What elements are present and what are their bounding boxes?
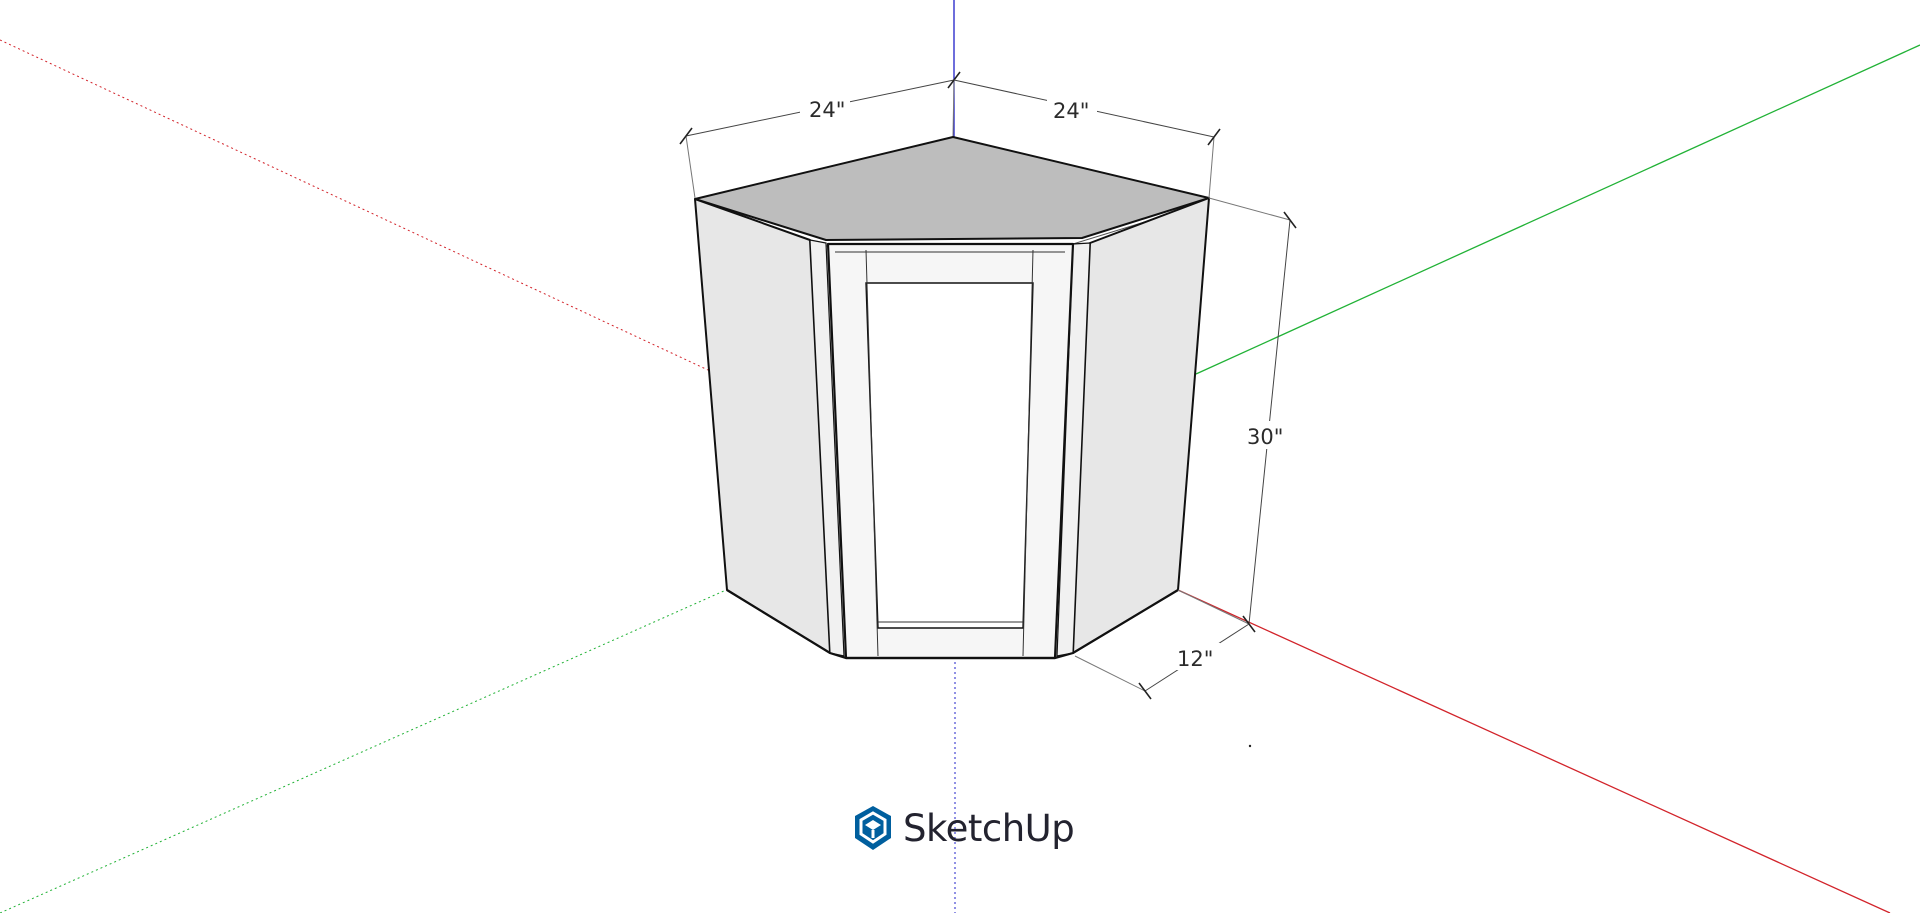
dimension-depth[interactable]: 12" [1074, 623, 1250, 700]
red-axis-dotted [0, 39, 709, 371]
cabinet-bottom-edge [726, 589, 1179, 660]
dimension-height[interactable]: 30" [1177, 197, 1297, 633]
dimensions[interactable]: 24" 24" 30" 12" [679, 71, 1297, 700]
dimension-label-height: 30" [1247, 425, 1283, 449]
dimension-top-left[interactable]: 24" [679, 71, 961, 199]
red-axis-solid [1177, 589, 1891, 913]
green-axis-dotted [0, 589, 727, 913]
sketchup-logo-icon [855, 806, 891, 850]
stray-point [1248, 744, 1252, 748]
cabinet-right-side[interactable] [1072, 197, 1210, 654]
cabinet-door-panel[interactable] [865, 282, 1034, 629]
cabinet-left-side[interactable] [694, 198, 831, 654]
cabinet-top-face[interactable] [694, 136, 1210, 241]
cabinet-left-stile [809, 239, 845, 657]
dimension-label-top-left: 24" [809, 98, 845, 122]
dimension-top-right[interactable]: 24" [953, 79, 1221, 199]
sketchup-branding: SketchUp [851, 800, 1075, 856]
door-left-stile-line [865, 249, 879, 657]
door-right-stile-line [1022, 249, 1034, 657]
sketchup-wordmark: SketchUp [903, 806, 1075, 850]
dimension-label-top-right: 24" [1053, 99, 1089, 123]
dimension-label-depth: 12" [1177, 647, 1213, 671]
cabinet-right-stile [1056, 242, 1091, 657]
green-axis-solid [1195, 44, 1920, 375]
corner-cabinet-model[interactable] [694, 136, 1210, 660]
